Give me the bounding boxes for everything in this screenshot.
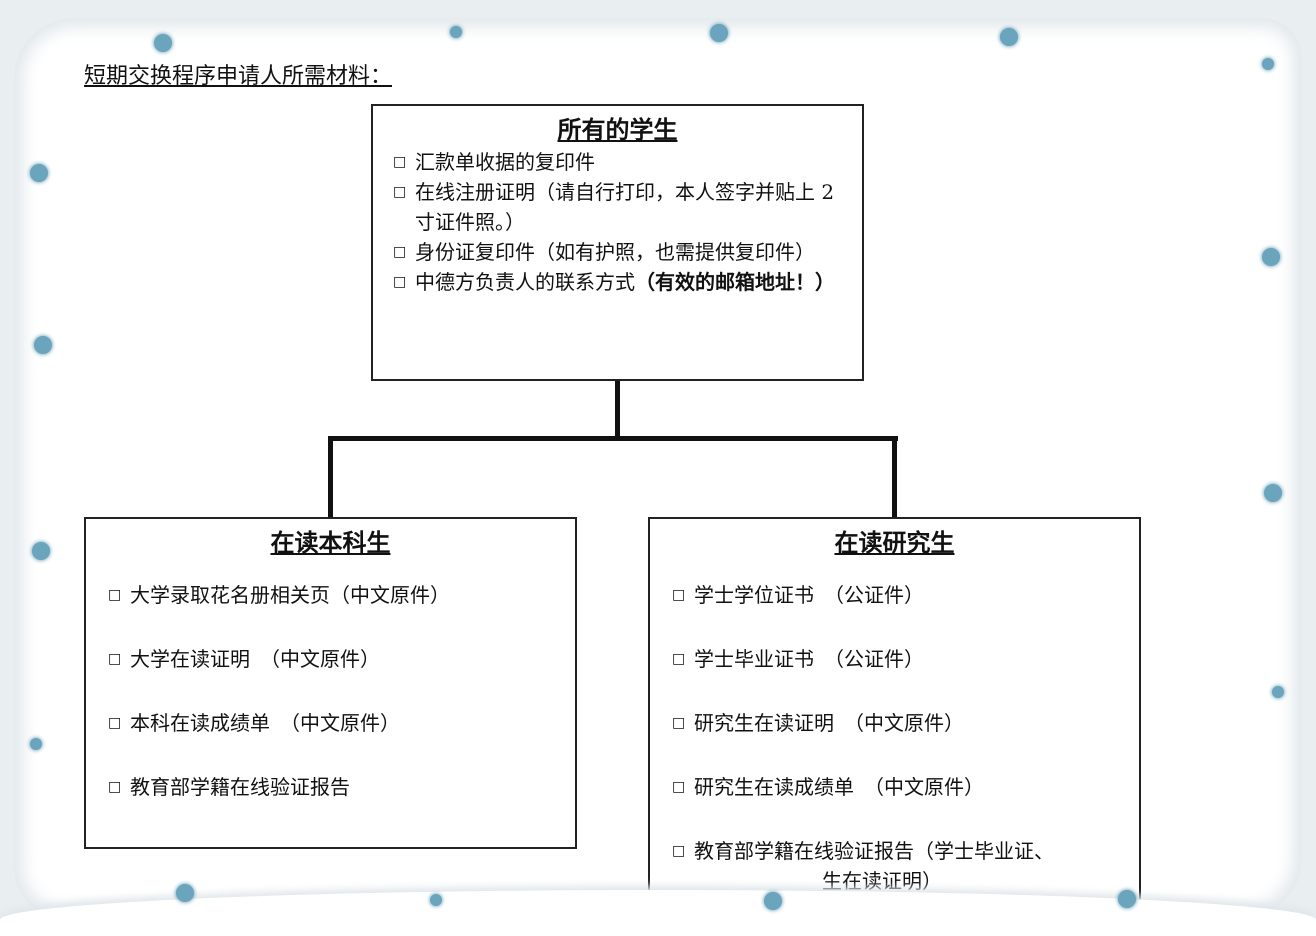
list-item: □中德方负责人的联系方式（有效的邮箱地址！）: [393, 267, 852, 297]
decor-dot-icon: [32, 542, 50, 560]
checkbox-icon: □: [108, 779, 122, 795]
list-item: □在线注册证明（请自行打印，本人签字并贴上 2 寸证件照。）: [393, 177, 852, 237]
checkbox-icon: □: [672, 715, 686, 731]
decor-dot-icon: [30, 164, 48, 182]
list-item: □大学在读证明 （中文原件）: [108, 644, 565, 674]
decor-dot-icon: [450, 26, 462, 38]
box-heading: 所有的学生: [557, 115, 678, 144]
checkbox-icon: □: [393, 244, 407, 260]
decor-dot-icon: [430, 894, 442, 906]
connector-line: [892, 436, 897, 518]
connector-line: [328, 436, 898, 441]
list-item: □研究生在读证明 （中文原件）: [672, 708, 1139, 738]
decor-dot-icon: [764, 892, 782, 910]
checkbox-icon: □: [393, 154, 407, 170]
list-item: □学士毕业证书 （公证件）: [672, 644, 1139, 674]
list-item: □大学录取花名册相关页（中文原件）: [108, 580, 565, 610]
checkbox-icon: □: [393, 274, 407, 290]
connector-line: [615, 381, 620, 439]
list-item: □研究生在读成绩单 （中文原件）: [672, 772, 1139, 802]
decor-dot-icon: [34, 336, 52, 354]
list-item: □本科在读成绩单 （中文原件）: [108, 708, 565, 738]
decor-dot-icon: [30, 738, 42, 750]
decor-dot-icon: [176, 884, 194, 902]
checkbox-icon: □: [108, 587, 122, 603]
bottom-wave-decoration: [0, 890, 1316, 936]
box-heading: 在读本科生: [270, 528, 391, 557]
checkbox-icon: □: [672, 843, 686, 859]
checkbox-icon: □: [393, 184, 407, 200]
list-item: □教育部学籍在线验证报告（学士毕业证、: [672, 836, 1139, 866]
decor-dot-icon: [1264, 484, 1282, 502]
list-item: □身份证复印件（如有护照，也需提供复印件）: [393, 237, 852, 267]
undergraduate-box: 在读本科生 □大学录取花名册相关页（中文原件） □大学在读证明 （中文原件） □…: [84, 517, 577, 849]
all-students-box: 所有的学生 □汇款单收据的复印件 □在线注册证明（请自行打印，本人签字并贴上 2…: [371, 104, 864, 381]
checkbox-icon: □: [672, 651, 686, 667]
page-title: 短期交换程序申请人所需材料：: [84, 64, 393, 89]
decor-dot-icon: [154, 34, 172, 52]
decor-dot-icon: [1000, 28, 1018, 46]
checkbox-icon: □: [108, 651, 122, 667]
box-heading: 在读研究生: [834, 528, 955, 557]
checkbox-icon: □: [672, 779, 686, 795]
list-item: □教育部学籍在线验证报告: [108, 772, 565, 802]
decor-dot-icon: [710, 24, 728, 42]
list-item: □汇款单收据的复印件: [393, 147, 852, 177]
list-item-continued: 生在读证明）: [822, 869, 942, 893]
decor-dot-icon: [1118, 890, 1136, 908]
connector-line: [328, 436, 333, 518]
decor-dot-icon: [1272, 686, 1284, 698]
graduate-box: 在读研究生 □学士学位证书 （公证件） □学士毕业证书 （公证件） □研究生在读…: [648, 517, 1141, 917]
decor-dot-icon: [1262, 248, 1280, 266]
list-item: □学士学位证书 （公证件）: [672, 580, 1139, 610]
checkbox-icon: □: [672, 587, 686, 603]
decor-dot-icon: [1262, 58, 1274, 70]
checkbox-icon: □: [108, 715, 122, 731]
